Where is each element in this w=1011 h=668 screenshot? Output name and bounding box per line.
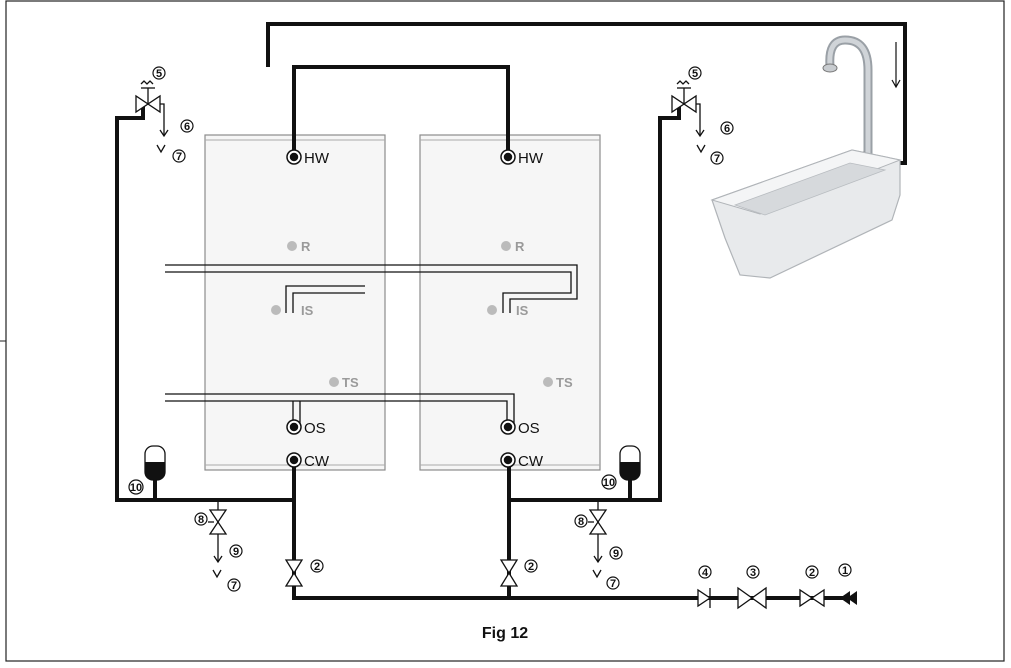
drain-valve-left [208,500,228,579]
expansion-vessel-right [619,445,641,481]
num-4: 4 [702,567,709,579]
num-5-left: 5 [156,68,162,80]
num-6-left: 6 [184,121,190,133]
label-os-right: OS [518,420,540,437]
figure-frame [5,0,1005,662]
num-2-left: 2 [314,561,320,573]
coil-pipe-lower [165,393,515,424]
label-hw-left: HW [304,150,330,167]
faded-label-left-3: TS [342,375,359,390]
faded-label-right-3: TS [556,375,573,390]
num-2-right: 2 [528,561,534,573]
safety-valve-right [671,80,706,154]
faded-label-left-2: IS [301,303,314,318]
expansion-vessel-left [144,445,166,481]
pressure-reducing-valve [737,586,767,610]
num-7-right-top: 7 [714,153,720,165]
num-10-right: 10 [603,477,615,489]
num-8-right: 8 [578,516,584,528]
sink-basin [710,149,902,279]
num-6-right: 6 [724,123,730,135]
isolation-valve-left [284,559,304,587]
coil-pipe-upper [165,264,578,313]
label-hw-right: HW [518,150,544,167]
faded-label-right-2: IS [516,303,529,318]
num-7-left-bottom: 7 [231,580,237,592]
label-os-left: OS [304,420,326,437]
isolation-valve-right [499,559,519,587]
check-valve [697,588,712,608]
num-7-left-top: 7 [176,151,182,163]
faded-sensor-marks [271,241,553,387]
label-cw-right: CW [518,453,544,470]
ports [286,149,516,468]
number-markers [128,66,852,592]
num-2-feed: 2 [809,567,815,579]
num-9-left: 9 [233,546,239,558]
num-7-right-bottom: 7 [610,578,616,590]
mains-inlet-arrow [840,591,857,605]
num-1: 1 [842,565,848,577]
tap-spout [822,35,886,168]
tank-left [204,134,386,471]
faded-label-left-1: R [301,239,311,254]
num-5-right: 5 [692,68,698,80]
number-labels: 5 5 6 6 7 7 10 10 8 8 9 9 7 7 2 2 4 3 2 … [130,68,848,592]
figure-caption: Fig 12 [482,625,528,642]
drain-valve-right [588,500,608,579]
num-10-left: 10 [130,482,142,494]
safety-valve-left [135,80,169,154]
num-3: 3 [750,567,756,579]
num-8-left: 8 [198,514,204,526]
isolation-valve-feed [799,588,825,608]
num-9-right: 9 [613,548,619,560]
label-cw-left: CW [304,453,330,470]
faded-label-right-1: R [515,239,525,254]
flow-arrow [891,42,901,89]
